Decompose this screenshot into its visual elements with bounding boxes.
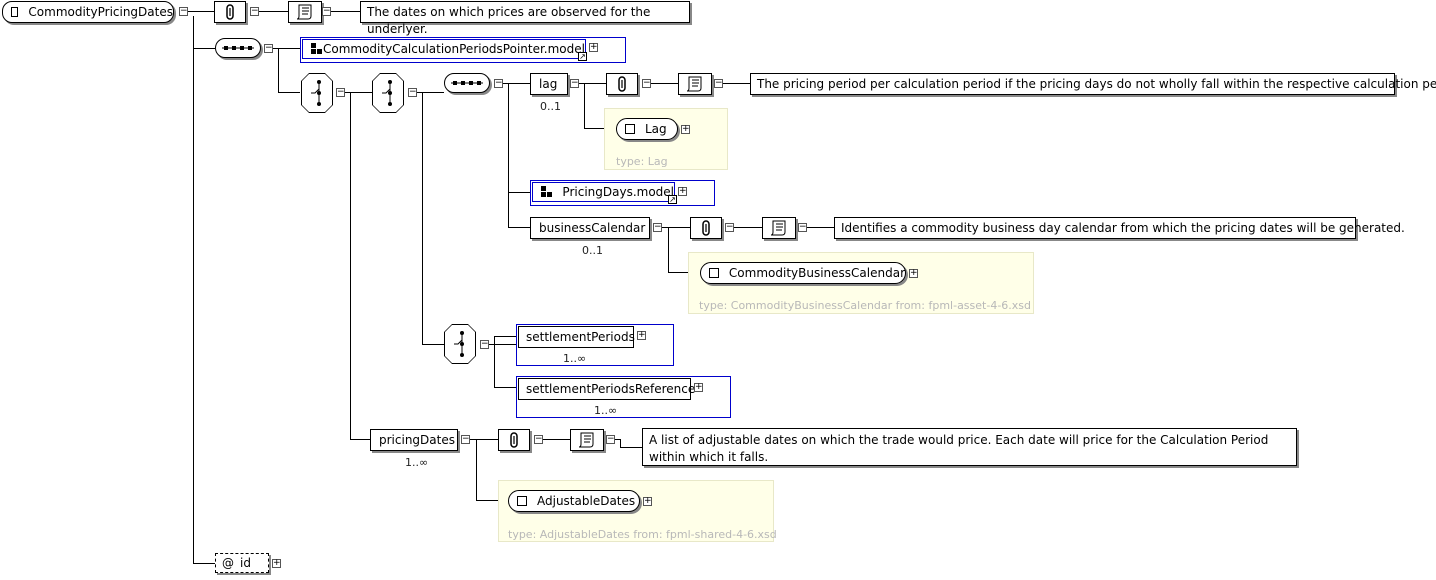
paperclip-icon [618,76,626,92]
lag-type-label: Lag [645,122,667,136]
lag-type[interactable]: Lag [616,118,678,140]
lag-occurrence: 0..1 [540,100,561,113]
sequence-compositor[interactable] [444,73,490,93]
collapse-icon[interactable]: − [322,6,331,16]
business-calendar-type[interactable]: CommodityBusinessCalendar [700,262,906,284]
group-icon [541,186,552,198]
scroll-icon [770,220,786,236]
root-element[interactable]: CommodityPricingDates [2,1,174,23]
choice-compositor[interactable] [301,73,333,113]
expand-icon[interactable]: + [643,496,652,506]
complex-type-icon [517,496,527,506]
element-icon [11,7,19,17]
lag-element[interactable]: lag [530,73,568,95]
documentation-node[interactable] [288,1,322,23]
pricing-dates-type[interactable]: AdjustableDates [508,490,640,512]
choice-compositor-icon [382,80,392,106]
collapse-icon[interactable]: − [725,222,734,232]
collapse-icon[interactable]: − [250,6,259,16]
business-calendar-type-label: CommodityBusinessCalendar [728,266,905,280]
link-arrow-icon[interactable]: ↗ [578,52,587,61]
annotation-node[interactable] [690,217,722,239]
collapse-icon[interactable]: − [264,43,273,53]
business-calendar-occurrence: 0..1 [582,244,603,257]
expand-icon[interactable]: + [678,186,687,196]
id-attribute[interactable]: @ id [215,553,269,573]
settlement-periods-occurrence: 1..∞ [563,352,587,365]
choice-compositor-icon [311,80,321,106]
lag-label: lag [539,77,558,91]
expand-icon[interactable]: + [589,42,598,52]
settlement-periods-reference-label: settlementPeriodsReference [526,382,696,396]
pricing-days-group[interactable]: PricingDays.model ↗ [530,180,715,206]
collapse-icon[interactable]: − [798,222,807,232]
pricing-dates-type-text: type: AdjustableDates from: fpml-shared-… [508,528,777,541]
collapse-icon[interactable]: − [534,434,543,444]
choice-compositor[interactable] [444,324,476,364]
pricing-dates-type-label: AdjustableDates [537,494,636,508]
sequence-compositor[interactable] [215,38,261,58]
complex-type-icon [625,124,635,134]
complex-type-icon [709,268,719,278]
settlement-periods-label: settlementPeriods [526,330,635,344]
annotation-node[interactable] [498,429,530,451]
settlement-periods-element[interactable]: settlementPeriods [516,324,674,366]
business-calendar-element[interactable]: businessCalendar [530,217,650,239]
pricing-dates-occurrence: 1..∞ [405,456,429,469]
collapse-icon[interactable]: − [714,78,723,88]
documentation-node[interactable] [570,429,604,451]
annotation-node[interactable] [214,1,246,23]
root-documentation: The dates on which prices are observed f… [360,1,690,36]
collapse-icon[interactable]: − [570,78,579,88]
collapse-icon[interactable]: − [494,78,503,88]
attribute-icon: @ [222,556,234,570]
group-icon [311,43,322,55]
business-calendar-label: businessCalendar [539,221,646,235]
pricing-dates-element[interactable]: pricingDates [370,429,458,451]
documentation-node[interactable] [762,217,796,239]
choice-compositor-icon [454,331,464,357]
business-calendar-documentation: Identifies a commodity business day cale… [834,217,1405,239]
sequence-compositor-icon [451,81,483,85]
paperclip-icon [702,220,710,236]
sequence-compositor-icon [222,46,254,50]
collapse-icon[interactable]: − [653,222,662,232]
expand-icon[interactable]: + [272,558,281,568]
collapse-icon[interactable]: − [642,78,651,88]
expand-icon[interactable]: + [681,124,690,134]
id-attribute-label: id [240,556,251,570]
scroll-icon [686,76,702,92]
business-calendar-type-text: type: CommodityBusinessCalendar from: fp… [699,299,1032,312]
scroll-icon [296,4,312,20]
calc-periods-pointer-group[interactable]: CommodityCalculationPeriodsPointer.model… [300,37,626,63]
collapse-icon[interactable]: − [461,434,470,444]
settlement-periods-reference-occurrence: 1..∞ [594,404,618,417]
expand-icon[interactable]: + [909,268,918,278]
lag-documentation: The pricing period per calculation perio… [750,73,1436,95]
expand-icon[interactable]: + [637,330,646,340]
documentation-node[interactable] [678,73,712,95]
root-element-label: CommodityPricingDates [28,5,173,19]
expand-icon[interactable]: + [694,382,703,392]
choice-compositor[interactable] [372,73,404,113]
collapse-icon[interactable]: − [179,6,188,16]
pricing-dates-documentation: A list of adjustable dates on which the … [642,428,1297,466]
collapse-icon[interactable]: − [480,339,489,349]
lag-type-text: type: Lag [616,155,668,168]
calc-periods-pointer-label: CommodityCalculationPeriodsPointer.model [322,42,585,56]
pricing-dates-label: pricingDates [379,433,455,447]
pricing-days-label: PricingDays.model [562,185,674,199]
annotation-node[interactable] [606,73,638,95]
collapse-icon[interactable]: − [606,434,615,444]
collapse-icon[interactable]: − [408,87,417,97]
link-arrow-icon[interactable]: ↗ [668,195,677,204]
paperclip-icon [226,4,234,20]
collapse-icon[interactable]: − [336,87,345,97]
scroll-icon [578,432,594,448]
paperclip-icon [510,432,518,448]
